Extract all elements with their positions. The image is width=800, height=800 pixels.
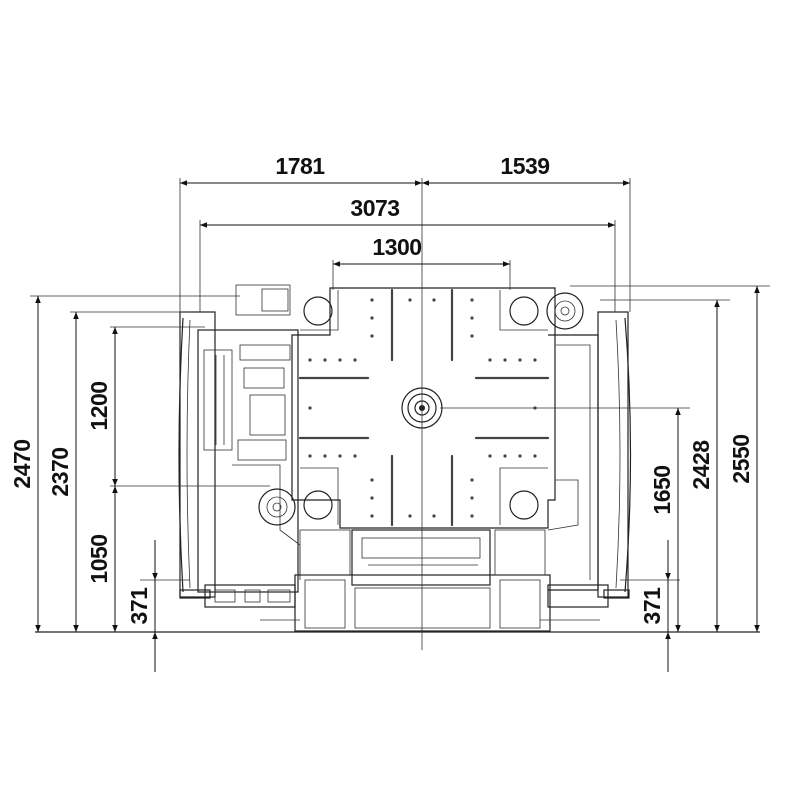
dim-2428: 2428	[688, 440, 714, 490]
platen-notch-top-left	[300, 290, 339, 331]
platen-notch-bottom-left	[300, 467, 339, 525]
dimension-annotations: 1781 1539 3073 1300 2470 2370 1200 1050 …	[9, 153, 760, 672]
base-frame	[260, 529, 600, 632]
dim-1050: 1050	[86, 534, 112, 583]
dim-2370: 2370	[47, 447, 73, 496]
tiebar-hole-bottom-right	[509, 490, 539, 520]
left-enclosure	[178, 284, 301, 608]
dim-2470: 2470	[9, 439, 35, 488]
tiebar-hole-top-right	[509, 296, 539, 326]
platen	[291, 287, 556, 529]
right-enclosure	[546, 292, 632, 608]
dim-371-left: 371	[126, 587, 152, 625]
bolt-dots	[308, 298, 537, 518]
dim-1539: 1539	[500, 153, 549, 179]
platen-notch-bottom-right	[499, 467, 548, 525]
dim-371-right: 371	[639, 587, 665, 625]
dim-1650: 1650	[649, 465, 675, 514]
machine-body	[30, 178, 770, 650]
tiebar-hole-top-left	[303, 296, 333, 326]
t-slots	[298, 288, 550, 527]
dim-2550: 2550	[728, 434, 754, 483]
platen-notch-top-right	[499, 290, 548, 331]
dim-1781: 1781	[275, 153, 325, 179]
dim-3073: 3073	[350, 195, 399, 221]
dim-1300: 1300	[372, 234, 421, 260]
tiebar-hole-bottom-left	[303, 490, 333, 520]
dim-1200: 1200	[86, 381, 112, 430]
